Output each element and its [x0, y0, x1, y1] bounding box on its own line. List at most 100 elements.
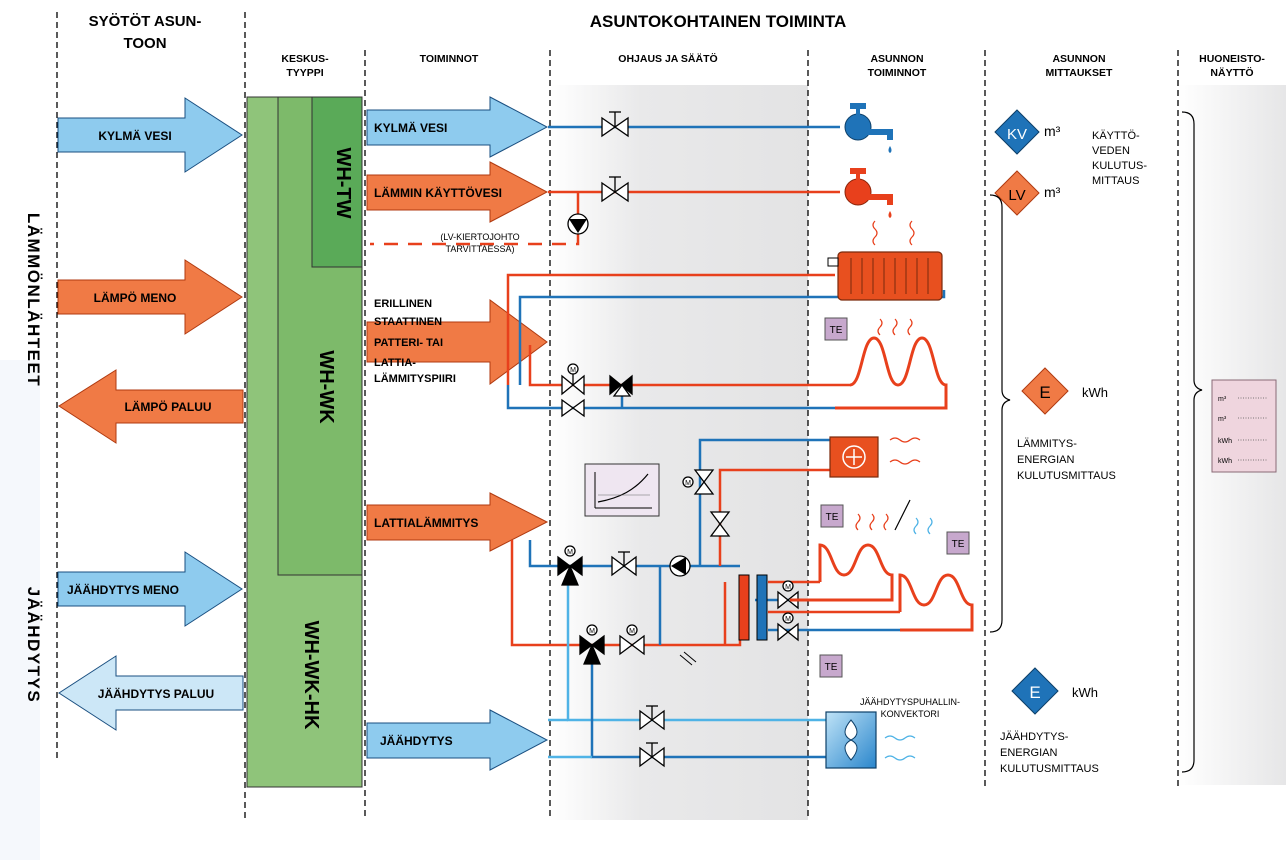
- valve-manifold-1: [777, 580, 799, 610]
- tap-hot: [844, 168, 893, 218]
- manifold-return: [756, 574, 768, 641]
- meter-heat-label: E: [1039, 383, 1050, 402]
- valve-motor-mix-cool: [579, 624, 605, 665]
- heating-curve-box: [584, 463, 660, 517]
- static-text-2: STAATTINEN: [374, 316, 442, 328]
- pump-floor: [669, 555, 691, 577]
- pipe-mark: [679, 654, 693, 666]
- radiator: [827, 251, 943, 301]
- supply-arrow-cooling-return: [58, 655, 244, 731]
- unit-label-tw: WH-TW: [332, 147, 354, 218]
- floor-loop-static: [835, 336, 948, 410]
- meter-cool-unit: kWh: [1072, 685, 1098, 700]
- valve-return-static: [561, 398, 585, 418]
- unit-label-wk: WH-WK: [315, 350, 337, 424]
- brace-heat: [989, 194, 1011, 633]
- valve-floor-supply: [611, 551, 637, 577]
- brace-display: [1181, 111, 1203, 773]
- valve-cool-1: [639, 705, 665, 731]
- control-band: [550, 85, 808, 820]
- header-measure-1: ASUNNON: [1052, 53, 1105, 65]
- header-inputs: SYÖTÖT ASUN-: [89, 13, 202, 30]
- water-meter-text-1: KÄYTTÖ-: [1092, 130, 1140, 142]
- header-apartment-1: ASUNNON: [870, 53, 923, 65]
- supply-arrows: [57, 97, 244, 731]
- function-label-2: PATTERI- TAI: [374, 337, 443, 349]
- valve-hot-water: [601, 176, 629, 203]
- supply-label-3: JÄÄHDYTYS MENO: [67, 582, 179, 597]
- meter-lv-unit: m³: [1044, 184, 1061, 200]
- unit-block-tw: [311, 96, 363, 268]
- meter-lv: [994, 170, 1040, 216]
- note-circulation-2: TARVITTAESSA): [445, 244, 514, 254]
- te-label-2: TE: [826, 512, 839, 523]
- side-label-heat-sources: LÄMMÖNLÄHTEET: [24, 213, 43, 387]
- note-circulation-1: (LV-KIERTOJOHTO: [440, 232, 519, 242]
- cool-meter-text-1: JÄÄHDYTYS-: [1000, 731, 1069, 743]
- heat-meter-text-2: ENERGIAN: [1017, 454, 1075, 466]
- apartment-display: [1211, 379, 1277, 473]
- te-sensors: [819, 317, 970, 678]
- display-row-2: kWh: [1218, 438, 1232, 445]
- svg-text:M: M: [570, 367, 576, 374]
- valve-vertical-lower: [709, 511, 731, 537]
- hot-air-unit: [829, 436, 879, 478]
- left-margin-band: [0, 360, 40, 860]
- valve-motor-static: [561, 363, 585, 396]
- valve-manifold-2: [777, 612, 799, 642]
- display-row-1: m³: [1218, 416, 1227, 423]
- function-label-4: JÄÄHDYTYS: [380, 733, 453, 748]
- heat-meter-text-1: LÄMMITYS-: [1017, 438, 1077, 450]
- function-arrow-floor-heating: [366, 492, 549, 552]
- header-main: ASUNTOKOHTAINEN TOIMINTA: [590, 12, 847, 31]
- display-row-0: m³: [1218, 396, 1227, 403]
- function-arrow-cooling: [366, 709, 549, 771]
- supply-label-2: LÄMPÖ PALUU: [124, 399, 211, 414]
- svg-text:M: M: [629, 628, 635, 635]
- fan-note-2: KONVEKTORI: [881, 709, 940, 719]
- te-label-3: TE: [952, 539, 965, 550]
- header-type-1: KESKUS-: [281, 53, 329, 65]
- header-control: OHJAUS JA SÄÄTÖ: [618, 52, 717, 65]
- function-arrows: [366, 96, 549, 771]
- cool-meter-text-3: KULUTUSMITTAUS: [1000, 763, 1099, 775]
- function-label-1: LÄMMIN KÄYTTÖVESI: [374, 185, 502, 200]
- svg-text:M: M: [785, 584, 791, 591]
- heat-wave-marks: [855, 220, 921, 531]
- pump-circulation: [567, 213, 589, 235]
- static-text-3: LATTIA-: [374, 357, 416, 369]
- meter-kv: [994, 109, 1040, 155]
- water-meter-text-2: VEDEN: [1092, 145, 1130, 157]
- supply-label-1: LÄMPÖ MENO: [94, 290, 177, 305]
- function-label-0: KYLMÄ VESI: [374, 120, 447, 135]
- static-text-4: LÄMMITYSPIIRI: [374, 372, 456, 385]
- water-meter-text-3: KULUTUS-: [1092, 160, 1147, 172]
- function-arrow-hot-water: [366, 161, 549, 223]
- supply-arrow-heat-flow: [57, 259, 243, 335]
- cool-meter-text-2: ENERGIAN: [1000, 747, 1058, 759]
- function-arrow-cold-water: [366, 96, 549, 158]
- heat-meter-text-3: KULUTUSMITTAUS: [1017, 470, 1116, 482]
- supply-arrow-cold-water: [57, 97, 243, 173]
- meter-heat-unit: kWh: [1082, 385, 1108, 400]
- meter-cool-label: E: [1029, 683, 1040, 702]
- function-arrow-radiator: [366, 299, 548, 385]
- header-apartment-2: TOIMINNOT: [868, 67, 927, 79]
- valve-cool-2: [639, 742, 665, 768]
- display-row-3: kWh: [1218, 458, 1232, 465]
- header-measure-2: MITTAUKSET: [1046, 67, 1113, 79]
- meter-lv-label: LV: [1008, 187, 1025, 204]
- meter-kv-unit: m³: [1044, 123, 1061, 139]
- fan-note-1: JÄÄHDYTYSPUHALLIN-: [860, 697, 960, 707]
- header-functions: TOIMINNOT: [420, 53, 479, 65]
- cooling-fan-convector: [825, 711, 877, 769]
- svg-text:M: M: [785, 616, 791, 623]
- cool-wave-marks: [884, 517, 933, 761]
- header-inputs-2: TOON: [123, 35, 166, 52]
- supply-arrow-heat-return: [58, 369, 244, 444]
- manifold-supply: [738, 574, 750, 641]
- header-type-2: TYYPPI: [286, 67, 323, 79]
- meter-kv-label: KV: [1007, 126, 1027, 143]
